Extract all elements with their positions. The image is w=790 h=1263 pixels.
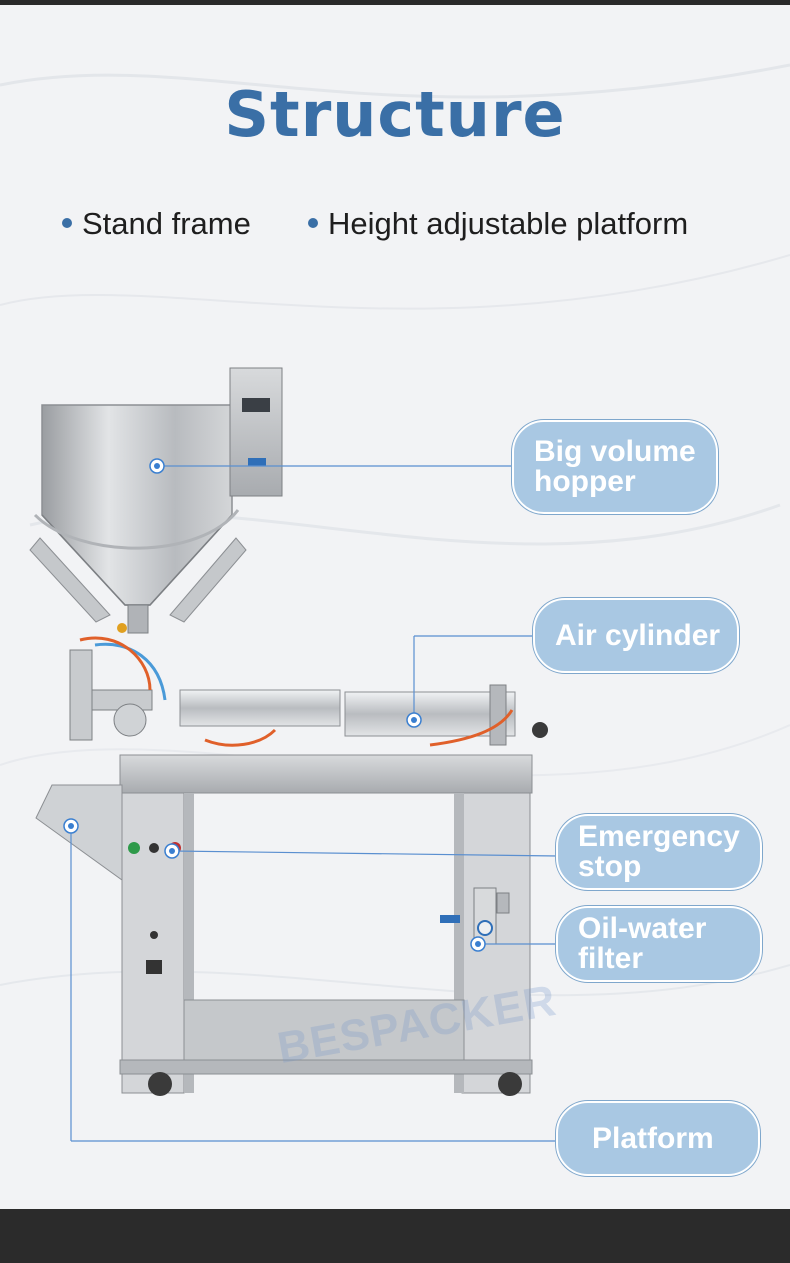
control-box [229,367,283,497]
callout-label: hopper [534,465,636,498]
table-top [119,754,533,794]
filling-valve [69,636,167,741]
stand-frame [119,792,533,1094]
feature-label: Height adjustable platform [328,206,689,241]
horizontal-cylinders [179,684,548,747]
callout-label: Big volume [534,435,696,468]
bullet-dot-icon [62,217,72,228]
bullet-dot-icon [308,217,318,228]
oil-water-filter-unit [440,887,510,945]
page-title: Structure [224,78,566,151]
callout-label: Oil-water [578,912,707,945]
callout-label: Emergency [578,820,740,853]
filling-machine-illustration [29,367,548,1096]
feature-height-adjustable-platform: Height adjustable platform [308,206,688,242]
feature-label: Stand frame [82,206,251,241]
caster-wheels [148,1072,522,1096]
callout-label: Air cylinder [555,618,721,652]
callout-label: filter [578,942,644,975]
callout-air-cylinder: Air cylinder [533,598,739,673]
feature-stand-frame: Stand frame [62,206,251,242]
callout-oil-water-filter: Oil-water filter [556,906,762,982]
bottom-bar [0,1209,790,1263]
callout-big-volume-hopper: Big volume hopper [512,420,718,514]
side-tray [35,784,123,881]
hopper [29,404,247,634]
callout-label: stop [578,850,642,883]
callout-label: Platform [592,1121,714,1155]
callout-emergency-stop: Emergency stop [556,814,762,890]
callout-platform: Platform [556,1101,760,1176]
top-strip [0,0,790,5]
